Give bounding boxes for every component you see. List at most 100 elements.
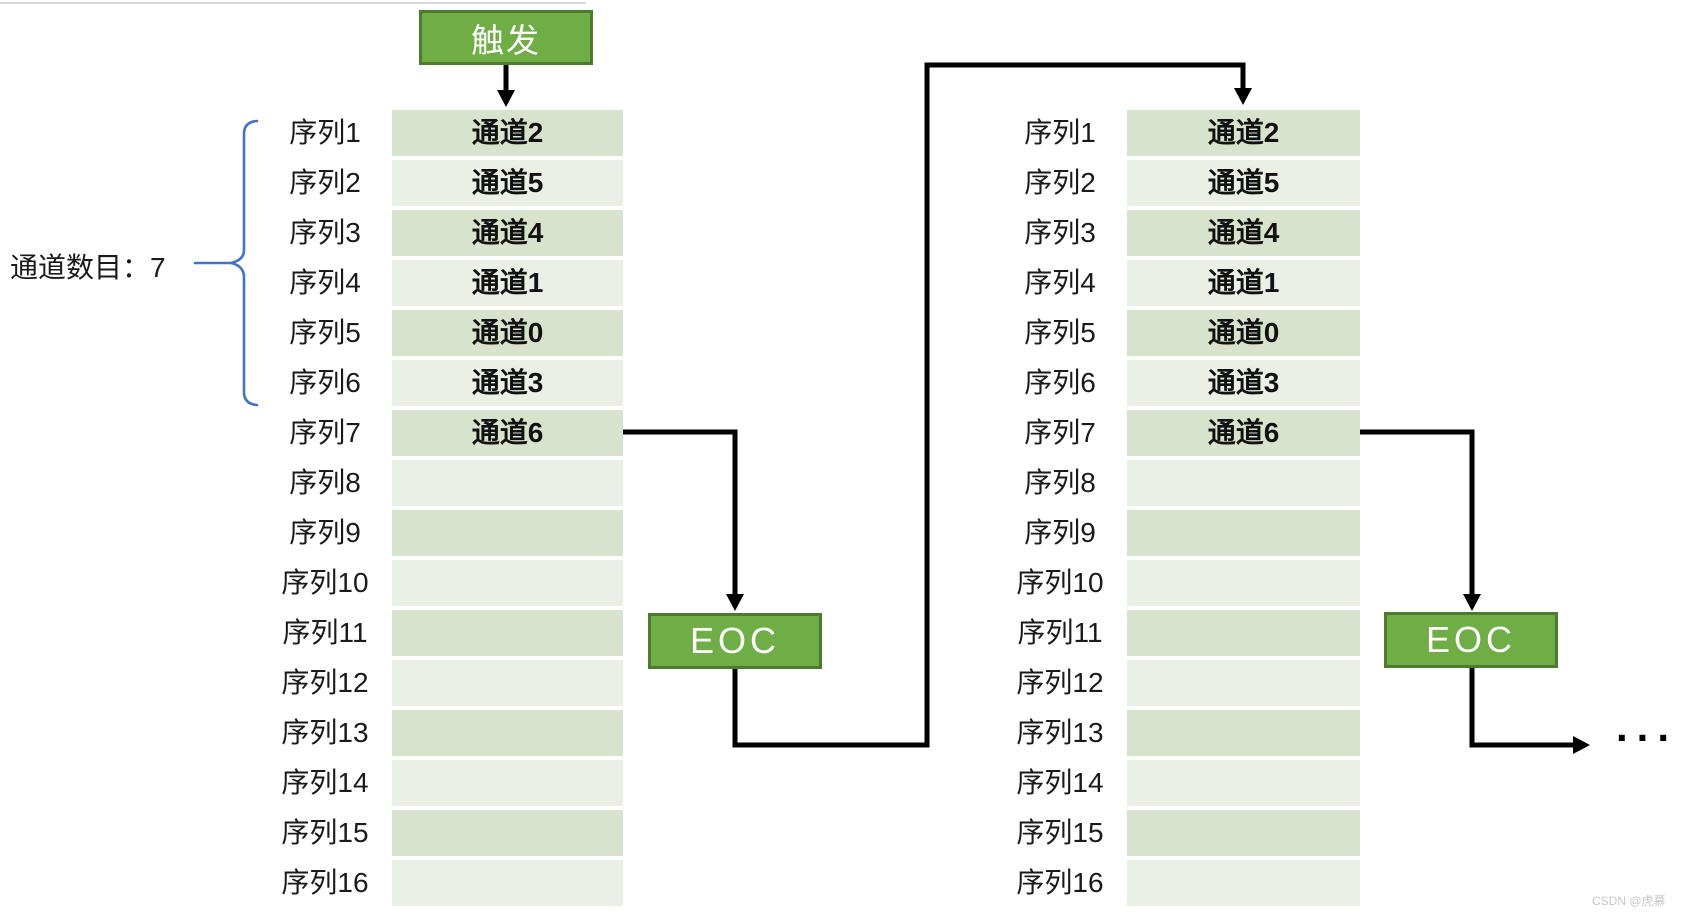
sequence-row: 序列12 [260,660,660,706]
sequence-label: 序列9 [289,517,361,548]
channel-cell [1127,510,1360,556]
sequence-label: 序列12 [1016,667,1104,698]
channel-cell: 通道2 [392,110,623,156]
sequence-row: 序列15 [260,810,660,856]
sequence-row: 序列9 [995,510,1395,556]
sequence-row: 序列8 [995,460,1395,506]
sequence-label: 序列3 [1024,217,1096,248]
sequence-label: 序列15 [281,817,369,848]
sequence-label: 序列4 [1024,267,1096,298]
channel-cell [392,760,623,806]
sequence-label: 序列11 [1017,617,1103,648]
sequence-label: 序列11 [282,617,368,648]
channel-cell [392,710,623,756]
channel-cell: 通道4 [1127,210,1360,256]
channel-cell: 通道5 [1127,160,1360,206]
channel-count-label: 通道数目：7 [10,252,166,283]
sequence-row: 序列8 [260,460,660,506]
sequence-row: 序列9 [260,510,660,556]
channel-cell [392,560,623,606]
sequence-label: 序列4 [289,267,361,298]
sequence-label: 序列6 [289,367,361,398]
sequence-row: 序列14 [260,760,660,806]
sequence-row: 序列4 通道1 [995,260,1395,306]
channel-cell: 通道0 [392,310,623,356]
channel-cell [1127,810,1360,856]
channel-cell: 通道3 [392,360,623,406]
sequence-row: 序列13 [260,710,660,756]
channel-cell [392,810,623,856]
sequence-row: 序列3 通道4 [995,210,1395,256]
sequence-row: 序列10 [260,560,660,606]
channel-cell [1127,760,1360,806]
sequence-row: 序列5 通道0 [995,310,1395,356]
sequence-row: 序列12 [995,660,1395,706]
sequence-row: 序列10 [995,560,1395,606]
channel-cell [392,610,623,656]
sequence-label: 序列13 [281,717,369,748]
channel-cell: 通道6 [392,410,623,456]
sequence-label: 序列9 [1024,517,1096,548]
top-divider [0,2,586,4]
channel-cell [392,860,623,906]
sequence-label: 序列1 [1024,117,1096,148]
trigger-box: 触发 [419,10,593,65]
channel-cell [1127,860,1360,906]
channel-cell [1127,560,1360,606]
channel-cell [1127,660,1360,706]
sequence-row: 序列15 [995,810,1395,856]
sequence-label: 序列10 [1016,567,1104,598]
channel-cell: 通道2 [1127,110,1360,156]
sequence-label: 序列14 [281,767,369,798]
sequence-row: 序列11 [260,610,660,656]
sequence-label: 序列5 [289,317,361,348]
channel-cell [392,460,623,506]
sequence-label: 序列1 [289,117,361,148]
eoc-box-2: EOC [1384,612,1558,668]
channel-count-brace [193,119,259,407]
sequence-row: 序列2 通道5 [260,160,660,206]
channel-cell [1127,460,1360,506]
sequence-label: 序列14 [1016,767,1104,798]
sequence-row: 序列11 [995,610,1395,656]
trigger-label: 触发 [471,21,541,59]
sequence-label: 序列5 [1024,317,1096,348]
sequence-label: 序列2 [289,167,361,198]
eoc-label-2: EOC [1425,619,1516,660]
sequence-label: 序列10 [281,567,369,598]
watermark: CSDN @虎慕 [1592,894,1666,908]
channel-cell: 通道1 [392,260,623,306]
sequence-row: 序列5 通道0 [260,310,660,356]
sequence-row: 序列1 通道2 [995,110,1395,156]
sequence-label: 序列8 [1024,467,1096,498]
eoc-box-1: EOC [648,613,822,669]
arrow-eoc2-to-continuation [1469,668,1590,754]
arrow-trigger-to-sequence1 [497,65,515,107]
sequence-row: 序列16 [260,860,660,906]
channel-cell: 通道4 [392,210,623,256]
channel-cell [392,660,623,706]
sequence-row: 序列13 [995,710,1395,756]
sequence-label: 序列13 [1016,717,1104,748]
sequence-row: 序列16 [995,860,1395,906]
channel-cell: 通道0 [1127,310,1360,356]
eoc-label-1: EOC [689,620,780,661]
sequence-row: 序列6 通道3 [260,360,660,406]
channel-cell [392,510,623,556]
sequence-label: 序列16 [281,867,369,898]
sequence-row: 序列1 通道2 [260,110,660,156]
channel-cell [1127,610,1360,656]
channel-cell: 通道1 [1127,260,1360,306]
sequence-label: 序列12 [281,667,369,698]
channel-cell: 通道6 [1127,410,1360,456]
channel-cell: 通道5 [392,160,623,206]
